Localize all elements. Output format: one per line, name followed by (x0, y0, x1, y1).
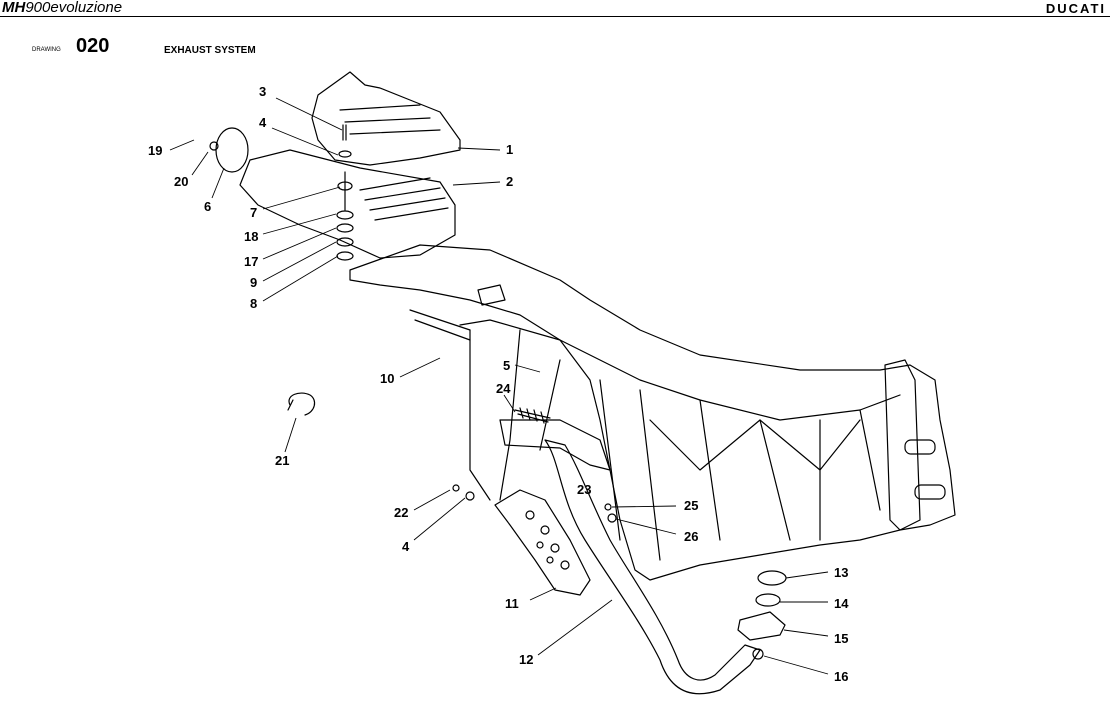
drawing-label: DRAWING (32, 47, 61, 53)
heat-shield-ribs (339, 104, 441, 135)
callout-22: 22 (394, 505, 408, 520)
callout-14: 14 (834, 596, 849, 611)
nut-16 (752, 648, 764, 660)
callout-2: 2 (506, 174, 513, 189)
callout-8: 8 (250, 296, 257, 311)
heat-shield-upper (311, 71, 461, 166)
rear-spigot (477, 284, 506, 306)
callout-10: 10 (380, 371, 394, 386)
ring-14 (755, 593, 781, 607)
callout-21: 21 (275, 453, 289, 468)
model-name-bold: MH (2, 0, 26, 16)
callout-25: 25 (684, 498, 698, 513)
engine-mount-upper (904, 439, 936, 455)
frame-struts (469, 329, 881, 561)
callout-7: 7 (250, 205, 257, 220)
header-divider (0, 16, 1110, 17)
callout-5: 5 (503, 358, 510, 373)
clamp-15 (737, 611, 786, 641)
muffler-fins (359, 177, 449, 221)
callout-18: 18 (244, 229, 258, 244)
exhaust-pipe-12 (544, 439, 761, 695)
callout-20: 20 (174, 174, 188, 189)
callout-23: 23 (577, 482, 591, 497)
callout-12: 12 (519, 652, 533, 667)
callout-15: 15 (834, 631, 848, 646)
frame-main (349, 244, 956, 581)
leader-lines (169, 97, 829, 675)
drawing-title: EXHAUST SYSTEM (164, 45, 256, 56)
model-name: MH900evoluzione (2, 0, 122, 16)
page-header: MH900evoluzione DUCATI (0, 0, 1110, 18)
engine-mount-lower (914, 484, 946, 500)
frame-top-rail (459, 319, 901, 421)
drawing-number: 020 (76, 35, 110, 57)
callout-1: 1 (506, 142, 513, 157)
callout-11: 11 (505, 596, 519, 611)
callout-26: 26 (684, 529, 698, 544)
gasket-13 (757, 570, 787, 586)
callout-4-bottom: 4 (402, 539, 410, 554)
washer-4 (338, 150, 352, 158)
callout-17: 17 (244, 254, 258, 269)
callout-13: 13 (834, 565, 848, 580)
callout-numbers: 3 4 1 2 19 20 6 7 18 17 9 8 10 5 24 21 2… (148, 84, 849, 684)
cap-screw (209, 141, 219, 151)
brand-logo: DUCATI (1045, 1, 1106, 16)
heat-guard-11 (494, 489, 591, 596)
callout-3: 3 (259, 84, 266, 99)
callout-19: 19 (148, 143, 162, 158)
callout-16: 16 (834, 669, 848, 684)
callout-6: 6 (204, 199, 211, 214)
callout-24: 24 (496, 381, 511, 396)
steering-head (884, 359, 921, 531)
clamp-21 (288, 392, 316, 416)
bolt-3 (342, 124, 347, 141)
callout-4-top: 4 (259, 115, 267, 130)
frame-drawing (209, 71, 956, 695)
callout-9: 9 (250, 275, 257, 290)
model-name-rest: 900evoluzione (25, 0, 123, 16)
spring-24 (514, 407, 551, 424)
muffler-body (239, 149, 456, 259)
frame-cross-braces (649, 419, 861, 471)
muffler-end-cap (215, 127, 249, 173)
exhaust-pipe-5 (499, 419, 611, 471)
